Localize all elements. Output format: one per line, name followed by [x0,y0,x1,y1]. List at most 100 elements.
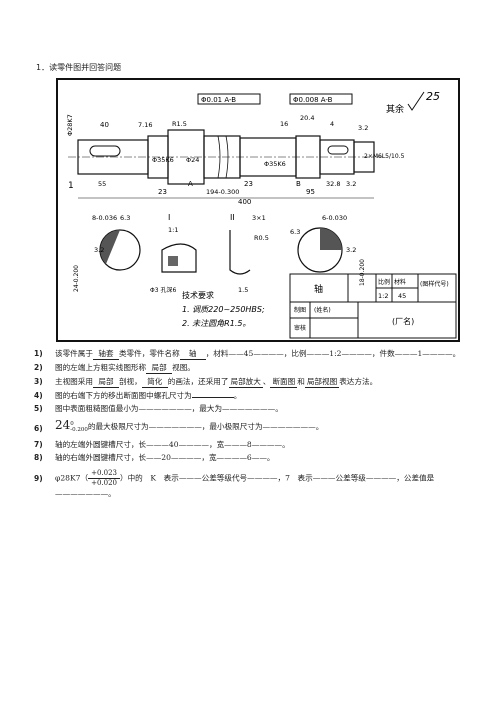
tolerance-1: Φ0.01 A-B [201,96,236,104]
q9-text-b: ）中的 K 表示———公差等级代号————，7 表示———公差等级————，公差… [55,473,435,499]
q1-text-e: ，材料——45————，比例———1:2————，件数———1————。 [205,349,461,358]
note-1: 1. 调质220~250HBS; [182,305,265,314]
q4-text-b: 。 [233,391,242,400]
q3-text-e: 的画法，还采用了 [167,377,229,386]
q3-text-i: 和 [297,377,305,386]
q6-upper-dev: 0 [70,421,74,427]
tb-part-name: 轴 [314,283,323,295]
dim-d30: 1:1 [168,226,178,234]
q9-text-a: φ28K7（ [55,473,89,483]
dim-d2: 7.16 [138,121,152,129]
q7-text-a: 轴的左端外圆键槽尺寸，长———40————，宽———8————。 [55,440,290,449]
dim-d26: 6.3 [290,228,300,236]
tb-v-scale: 1:2 [378,292,388,300]
tb-h-code: (图样代号) [420,280,449,288]
tolerance-2: Φ0.008 A-B [293,96,333,104]
engineering-drawing: 其余 25 Φ0.01 A-B Φ0.008 A-B Φ28K7 40 7.16… [56,78,460,342]
q6-lower-dev: -0.200 [70,427,88,433]
q3-text-a: 主视图采用 [55,377,93,386]
q1-text-a: 该零件属于 [55,349,93,358]
tb-v-material: 45 [398,292,406,300]
question-number: 6) [34,424,43,433]
roughness-value: 25 [426,90,440,103]
dim-d15: 3.2 [346,180,356,188]
dim-d11: 194-0.300 [206,188,239,196]
tb-drawn-name: (姓名) [314,306,331,314]
dim-d18: Φ24 [186,156,199,164]
q1-answer-d: 轴 [179,348,206,360]
dim-d8: 55 [98,180,106,188]
dim-d33: Φ3 孔深6 [150,286,176,294]
question-8: 8) 轴的右端外圆键槽尺寸，长——20————，宽————6——。 [34,452,474,463]
sec-2: II [230,213,235,222]
question-3: 3) 主视图采用局部剖视，简化的画法，还采用了局部放大、断面图和局部视图表达方法… [34,376,474,388]
dim-d28: 3.2 [346,246,356,254]
tb-factory: (厂名) [392,316,414,326]
dim-d21: 8-0.036 [92,214,117,222]
q6-base-dim: 24 [55,418,71,432]
question-number: 7) [34,440,43,449]
dim-d17: Φ35K6 [152,156,174,164]
question-number: 5) [34,404,43,413]
tb-drawn: 制图 [294,306,306,314]
q6-text-a: 的最大极限尺寸为———————，最小极限尺寸为———————。 [87,422,324,431]
dim-d19: Φ35K6 [264,160,286,168]
sec-b: B [296,180,301,188]
heading: 1．读零件图并回答问题 [36,63,122,72]
notes-title: 技术要求 [182,290,214,300]
dim-d3: R1.5 [172,120,187,128]
q9-frac-top: +0.023 [88,469,120,479]
dim-d7: 3.2 [358,124,368,132]
dim-d6: 4 [330,120,334,128]
question-number: 2) [34,363,43,372]
tb-checked: 审核 [294,324,306,332]
question-1: 1) 该零件属于轴套类零件，零件名称轴，材料——45————，比例———1:2—… [34,348,474,360]
question-number: 1) [34,349,43,358]
sec-a: A [188,180,193,188]
sec-1: I [168,213,170,222]
q9-fraction: +0.023+0.020 [88,469,120,488]
dim-d9: 23 [158,188,167,196]
note-2: 2. 未注圆角R1.5。 [182,319,250,328]
q2-text-c: 视图。 [172,363,195,372]
label-1: 1 [68,181,74,191]
dim-d32: 18-0.200 [359,259,366,286]
q4-text-a: 图的右端下方的移出断面图中螺孔尺寸为 [55,391,192,400]
q1-answer-b: 轴套 [92,348,119,360]
q2-text-a: 图的左端上方粗实线图形称 [55,363,147,372]
q8-text-a: 轴的右端外圆键槽尺寸，长——20————，宽————6——。 [55,453,275,462]
q3-answer-b: 局部 [92,376,119,388]
roughness-other: 其余 [386,103,404,115]
question-number: 3) [34,377,43,386]
question-number: 8) [34,453,43,462]
dim-d29: 1.5 [238,286,248,294]
question-number: 9) [34,474,43,483]
dim-d14: 32.8 [326,180,340,188]
drawing-svg: 其余 25 Φ0.01 A-B Φ0.008 A-B Φ28K7 40 7.16… [66,90,457,339]
dim-d1: 40 [100,121,109,129]
q4-blank [191,397,234,398]
q1-text-c: 类零件，零件名称 [118,349,180,358]
dim-d12: 95 [306,188,315,196]
q3-answer-d: 简化 [141,376,168,388]
dim-d5: 20.4 [300,114,314,122]
q3-answer-f: 局部放大 [228,377,263,388]
dim-d4: 16 [280,120,288,128]
dim-d23: R0.5 [254,234,269,242]
q3-text-k: 表达方法。 [339,377,378,386]
dim-d22: 6.3 [120,214,130,222]
question-4: 4) 图的右端下方的移出断面图中螺孔尺寸为 。 [34,390,474,401]
dim-d27: 3.2 [94,246,104,254]
question-number: 4) [34,391,43,400]
questions: 1) 该零件属于轴套类零件，零件名称轴，材料——45————，比例———1:2—… [34,348,474,501]
q3-text-g: 、 [262,377,271,386]
dim-d31: 24-0.200 [73,265,80,292]
question-2: 2) 图的左端上方粗实线图形称局部视图。 [34,362,474,374]
tb-h-scale: 比例 [378,278,390,286]
dim-d13: 400 [238,198,251,206]
tb-h-material: 材料 [394,278,406,286]
dim-d25: 6-0.030 [322,214,347,222]
dim-d10: 23 [244,180,253,188]
dim-d16: Φ28K7 [66,114,74,136]
